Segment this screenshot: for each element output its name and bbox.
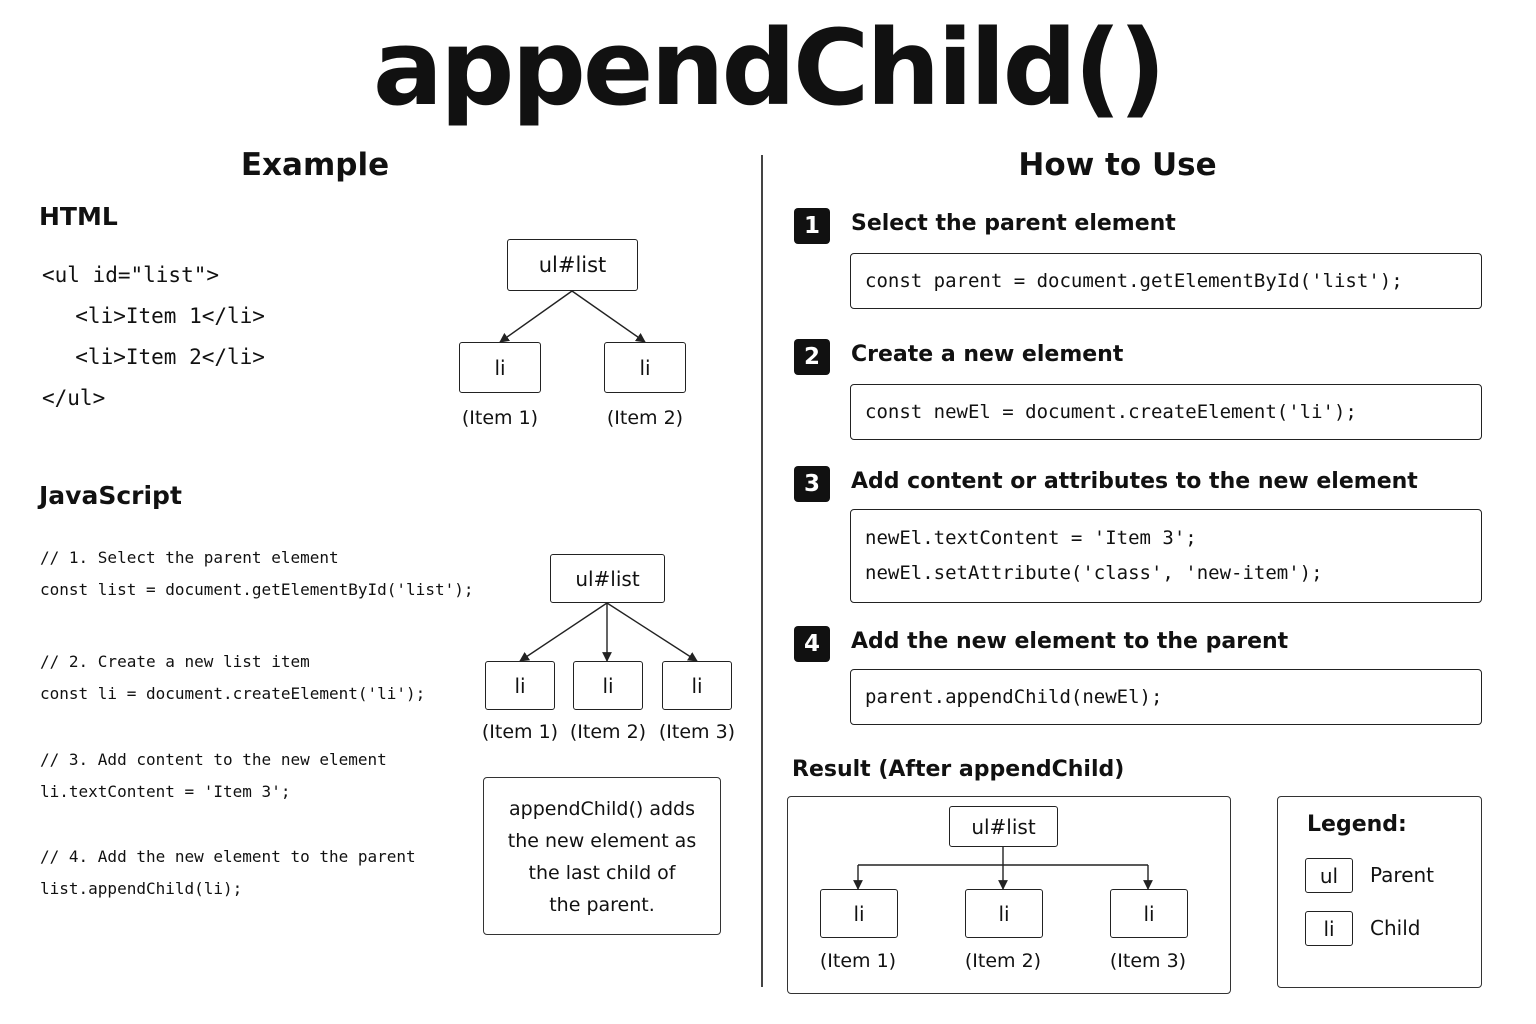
step-code-box: newEl.textContent = 'Item 3'; newEl.setA… — [850, 509, 1482, 603]
step-code-box: parent.appendChild(newEl); — [850, 669, 1482, 725]
legend-label-parent: Parent — [1370, 863, 1435, 887]
step-title: Select the parent element — [851, 211, 1176, 236]
step-title: Add the new element to the parent — [851, 629, 1289, 654]
step-code-line: const newEl = document.createElement('li… — [865, 400, 1357, 423]
result-heading: Result (After appendChild) — [792, 757, 1125, 782]
js-code-line: li.textContent = 'Item 3'; — [40, 782, 291, 801]
note-line: appendChild() adds — [508, 798, 695, 820]
result-panel — [787, 796, 1231, 994]
result-root-node: ul#list — [949, 806, 1058, 847]
tree2-root-node: ul#list — [550, 554, 665, 603]
step-code-box: const newEl = document.createElement('li… — [850, 384, 1482, 440]
tree1-root-node: ul#list — [507, 239, 638, 291]
js-code-comment: // 2. Create a new list item — [40, 652, 310, 671]
tree1-caption: (Item 1) — [461, 407, 539, 429]
html-code-line: <ul id="list"> — [42, 263, 220, 287]
step-code-line: newEl.textContent = 'Item 3'; — [865, 527, 1197, 549]
legend-label-child: Child — [1370, 916, 1421, 940]
js-code-line: list.appendChild(li); — [40, 879, 243, 898]
note-line: the last child of — [528, 862, 676, 884]
tree2-child-node: li — [573, 661, 643, 710]
step-number-badge: 4 — [794, 626, 830, 662]
legend-key-parent: ul — [1305, 858, 1353, 893]
step-title: Create a new element — [851, 342, 1124, 367]
result-child-node: li — [965, 889, 1043, 938]
step-number-badge: 1 — [794, 208, 830, 244]
tree2-caption: (Item 1) — [481, 721, 559, 743]
result-caption: (Item 3) — [1109, 950, 1187, 972]
step-number-badge: 3 — [794, 466, 830, 502]
html-code-line: </ul> — [42, 386, 106, 410]
js-code-comment: // 1. Select the parent element — [40, 548, 339, 567]
html-code-line: <li>Item 2</li> — [50, 345, 265, 369]
step-code-line: newEl.setAttribute('class', 'new-item'); — [865, 562, 1323, 584]
note-line: the new element as — [507, 830, 697, 852]
column-divider — [761, 155, 763, 987]
js-code-comment: // 4. Add the new element to the parent — [40, 847, 416, 866]
html-code-line: <li>Item 1</li> — [50, 304, 265, 328]
tree2-caption: (Item 2) — [569, 721, 647, 743]
javascript-heading: JavaScript — [39, 481, 182, 510]
js-code-line: const li = document.createElement('li'); — [40, 684, 426, 703]
html-heading: HTML — [39, 202, 118, 231]
result-caption: (Item 2) — [964, 950, 1042, 972]
js-code-comment: // 3. Add content to the new element — [40, 750, 387, 769]
step-code-line: parent.appendChild(newEl); — [865, 685, 1163, 708]
legend-key-child: li — [1305, 911, 1353, 946]
step-code-line: const parent = document.getElementById('… — [865, 269, 1403, 292]
tree1-caption: (Item 2) — [606, 407, 684, 429]
how-to-heading: How to Use — [1018, 147, 1217, 183]
tree2-child-node: li — [485, 661, 555, 710]
note-line: the parent. — [549, 894, 655, 916]
tree2-caption: (Item 3) — [658, 721, 736, 743]
example-heading: Example — [240, 147, 390, 183]
step-code-box: const parent = document.getElementById('… — [850, 253, 1482, 309]
tree1-child-node: li — [604, 342, 686, 393]
page-title: appendChild() — [372, 7, 1166, 129]
legend-heading: Legend: — [1307, 812, 1407, 837]
tree2-child-node: li — [662, 661, 732, 710]
result-child-node: li — [1110, 889, 1188, 938]
step-title: Add content or attributes to the new ele… — [851, 469, 1418, 494]
step-number-badge: 2 — [794, 339, 830, 375]
result-child-node: li — [820, 889, 898, 938]
result-caption: (Item 1) — [819, 950, 897, 972]
legend-panel — [1277, 796, 1482, 988]
js-code-line: const list = document.getElementById('li… — [40, 580, 474, 599]
note-box: appendChild() adds the new element as th… — [483, 777, 721, 935]
tree1-child-node: li — [459, 342, 541, 393]
